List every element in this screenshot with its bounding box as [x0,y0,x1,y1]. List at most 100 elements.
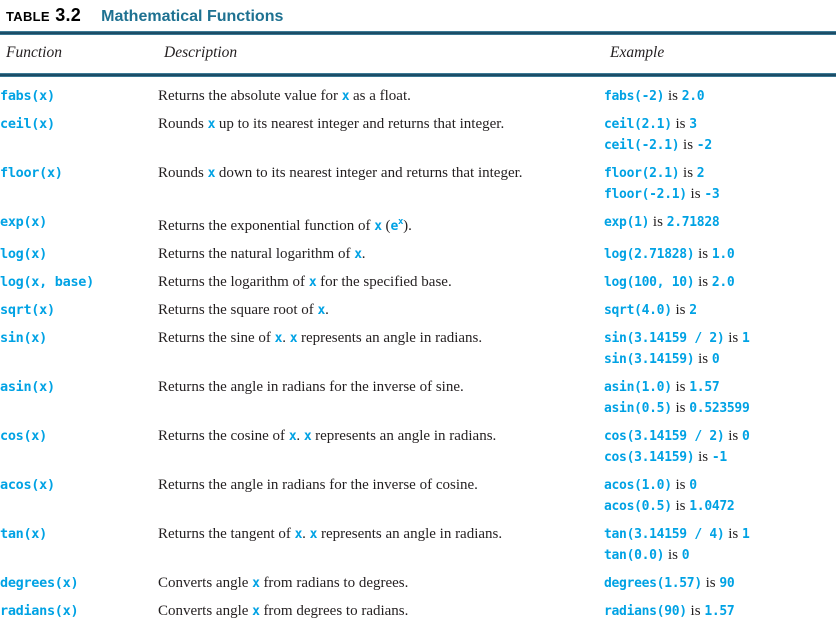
text-fragment: is [724,329,742,346]
text-fragment: is [686,185,705,202]
code-fragment: fabs(-2) [604,88,665,104]
table-row: floor(x)Rounds x down to its nearest int… [0,159,836,208]
code-fragment: x [398,216,404,227]
text-fragment: is [694,273,712,290]
text-fragment: for the specified base. [316,273,452,290]
caption-rule [0,31,836,35]
function-cell: floor(x) [0,163,158,205]
text-fragment: Returns the absolute value for [158,87,342,104]
table-row: fabs(x)Returns the absolute value for x … [0,82,836,110]
table-row: cos(x)Returns the cosine of x. x represe… [0,422,836,471]
table-number: 3.2 [55,5,82,25]
text-fragment: Returns the square root of [158,301,318,318]
function-name: exp(x) [0,213,47,230]
column-header-function: Function [6,44,62,61]
example-line: log(2.71828) is 1.0 [604,244,836,265]
code-fragment: x [289,330,298,346]
description-cell: Returns the logarithm of x for the speci… [158,272,604,293]
description-cell: Converts angle x from degrees to radians… [158,601,604,622]
table-caption-label: Table 3.2 [6,5,81,26]
example-line: sqrt(4.0) is 2 [604,300,836,321]
example-line: ceil(-2.1) is -2 [604,135,836,156]
description-cell: Returns the angle in radians for the inv… [158,475,604,517]
code-fragment: log(100, 10) [604,274,695,290]
example-cell: fabs(-2) is 2.0 [604,86,836,107]
text-fragment: is [671,497,690,514]
text-fragment: is [671,115,690,132]
table-title: Mathematical Functions [101,8,284,25]
code-fragment: sin(3.14159 / 2) [604,330,725,346]
text-fragment: is [671,301,690,318]
function-name: fabs(x) [0,87,55,104]
function-cell: exp(x) [0,212,158,237]
code-fragment: 2 [696,165,705,181]
function-name: asin(x) [0,378,55,395]
code-fragment: asin(1.0) [604,379,672,395]
text-fragment: Rounds [158,115,208,132]
code-fragment: 1 [741,526,750,542]
table-row: asin(x) Returns the angle in radians for … [0,373,836,422]
text-fragment: as a float. [349,87,411,104]
example-line: cos(3.14159 / 2) is 0 [604,426,836,447]
example-line: floor(2.1) is 2 [604,163,836,184]
text-fragment: Rounds [158,164,208,181]
text-fragment: from degrees to radians. [259,602,409,619]
code-fragment: x [308,274,317,290]
text-fragment: is [686,602,705,619]
description-cell: Returns the cosine of x. x represents an… [158,426,604,468]
example-line: fabs(-2) is 2.0 [604,86,836,107]
text-fragment: Returns the angle in radians for the inv… [158,378,464,395]
text-fragment: is [694,350,712,367]
code-fragment: 1.57 [704,603,735,619]
function-cell: asin(x) [0,377,158,419]
example-cell: exp(1) is 2.71828 [604,212,836,237]
example-line: log(100, 10) is 2.0 [604,272,836,293]
function-cell: sqrt(x) [0,300,158,321]
function-name: log(x, base) [0,273,94,290]
text-fragment: is [694,448,712,465]
code-fragment: 2 [689,302,697,318]
code-fragment: -2 [696,137,712,153]
code-fragment: floor(2.1) [604,165,680,181]
example-line: ceil(2.1) is 3 [604,114,836,135]
table-row: sqrt(x)Returns the square root of x.sqrt… [0,296,836,324]
function-name: acos(x) [0,476,55,493]
text-fragment: is [679,136,697,153]
function-cell: cos(x) [0,426,158,468]
code-fragment: 2.71828 [666,214,720,230]
code-fragment: ceil(2.1) [604,116,672,132]
code-fragment: 0 [689,477,697,493]
text-fragment: is [664,87,682,104]
code-fragment: sin(3.14159) [604,351,695,367]
example-line: degrees(1.57) is 90 [604,573,836,594]
example-line: sin(3.14159) is 0 [604,349,836,370]
function-cell: log(x) [0,244,158,265]
code-fragment: radians(90) [604,603,687,619]
text-fragment: Returns the cosine of [158,427,289,444]
code-fragment: x [252,575,260,591]
column-header-description: Description [164,44,238,61]
code-fragment: degrees(1.57) [604,575,702,591]
function-name: sqrt(x) [0,301,55,318]
table-row: radians(x)Converts angle x from degrees … [0,597,836,625]
text-fragment: Returns the angle in radians for the inv… [158,476,478,493]
code-fragment: 1.57 [689,379,720,395]
function-cell: log(x, base) [0,272,158,293]
code-fragment: x [252,603,260,619]
text-fragment: is [701,574,720,591]
function-name: tan(x) [0,525,47,542]
code-fragment: x [294,526,303,542]
description-cell: Converts angle x from radians to degrees… [158,573,604,594]
code-fragment: floor(-2.1) [604,186,687,202]
text-fragment: up to its nearest integer and returns th… [215,115,505,132]
text-fragment: is [649,213,667,230]
code-fragment: x [374,218,382,234]
description-cell: Returns the sine of x. x represents an a… [158,328,604,370]
example-cell: radians(90) is 1.57 [604,601,836,622]
code-fragment: asin(0.5) [604,400,672,416]
table-word: Table [6,5,50,25]
description-cell: Rounds x down to its nearest integer and… [158,163,604,205]
